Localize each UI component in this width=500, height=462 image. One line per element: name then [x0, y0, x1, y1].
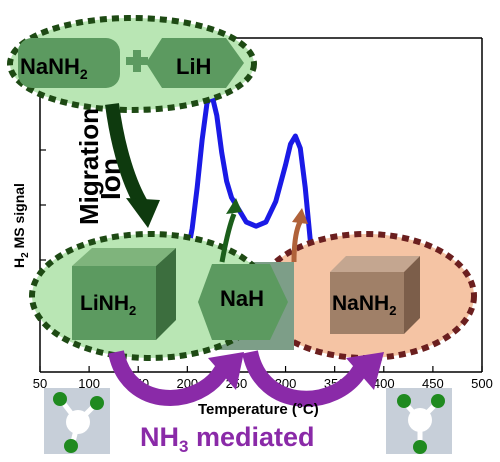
- ion-migration-arrow: [105, 103, 149, 209]
- green-up-arrow: [219, 213, 237, 263]
- nh3-mediated-arrows: [108, 349, 384, 407]
- lih-hexagon: [146, 38, 244, 88]
- x-axis-label: Temperature (°C): [198, 401, 319, 418]
- y-axis-label: H2 MS signal: [11, 183, 31, 268]
- purple-arrow-left: [108, 349, 229, 406]
- lih-label: LiH: [176, 54, 211, 79]
- linh2-label: LiNH2: [80, 292, 136, 318]
- nah-hexagon: [198, 264, 288, 340]
- ion-migration-arrowhead: [126, 198, 160, 228]
- nah-label: NaH: [220, 286, 264, 311]
- reactants-group: NaNH2 LiH: [7, 15, 257, 113]
- x-tick-label: 500: [471, 376, 493, 391]
- nh3-mediated-label: NH3 mediated: [140, 422, 315, 456]
- purple-arrow-right: [242, 349, 367, 407]
- x-tick-label: 450: [422, 376, 444, 391]
- plus-icon: [126, 50, 148, 72]
- nanh2-cube-top: [330, 256, 420, 272]
- intermediate-group: LiNH2 NaH: [29, 231, 288, 361]
- linh2-cube-side: [156, 248, 176, 340]
- green-up-arrowhead: [226, 198, 242, 214]
- linh2-cube-front: [72, 266, 156, 340]
- linh2-cube-top: [72, 248, 176, 266]
- brown-up-arrow: [291, 220, 303, 263]
- nh3-molecule-icon-left: [44, 388, 110, 454]
- x-tick-label: 50: [33, 376, 47, 391]
- nanh2-box: [18, 38, 120, 88]
- nanh2-cube-front: [330, 272, 404, 334]
- svg-text:Migration: Migration: [74, 108, 104, 225]
- x-tick-label: 100: [78, 376, 100, 391]
- purple-arrowhead-left: [208, 352, 244, 390]
- product-nanh2-label: NaNH2: [332, 292, 396, 318]
- x-tick-label: 400: [373, 376, 395, 391]
- purple-arrowhead-right: [346, 352, 384, 390]
- nanh2-label: NaNH2: [20, 54, 88, 82]
- nanh2-cube-side: [404, 256, 420, 334]
- brown-up-arrowhead: [292, 208, 308, 224]
- nh3-molecule-icon-right: [386, 388, 452, 454]
